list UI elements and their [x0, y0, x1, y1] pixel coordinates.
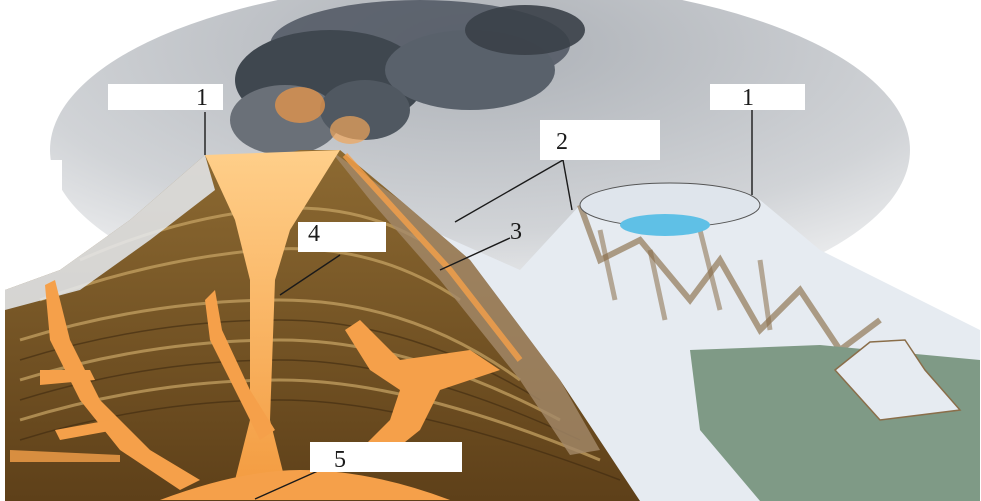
crater-lake [620, 214, 710, 236]
label-number-main-vent: 4 [308, 222, 320, 246]
label-number-side-vent: 3 [510, 220, 522, 244]
label-box-side-cone [50, 160, 62, 215]
label-number-magma-chamber: 5 [334, 448, 346, 472]
label-box-magma-chamber[interactable] [310, 442, 462, 472]
label-box-right-crater[interactable] [710, 84, 805, 110]
label-number-left-crater: 1 [196, 86, 208, 110]
label-number-slope: 2 [556, 130, 568, 154]
label-number-right-crater: 1 [742, 86, 754, 110]
